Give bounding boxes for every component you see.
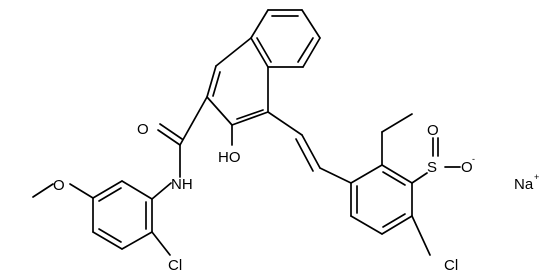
azo-linkage — [267, 111, 352, 184]
amide-nh-label: NH — [171, 176, 193, 193]
carbonyl-oxygen-label: O — [137, 121, 149, 138]
left-phenyl-ring — [32, 180, 172, 256]
sodium-label: Na — [514, 176, 534, 193]
naphthalene-lower-ring — [206, 37, 269, 126]
naphthalene-upper-ring — [250, 9, 321, 68]
methoxy-oxygen-label: O — [53, 177, 65, 194]
amide-group — [157, 96, 208, 178]
hydroxyl-label: HO — [218, 149, 241, 166]
left-chloro-label: Cl — [168, 257, 182, 272]
sodium-charge-label: + — [534, 172, 539, 182]
sulfur-label: S — [427, 159, 437, 176]
sulfonate-charge-label: - — [472, 154, 475, 164]
sulfonate-right-oxygen-label: O — [461, 159, 473, 176]
right-chloro-label: Cl — [444, 257, 458, 272]
sulfonate-top-oxygen-label: O — [427, 122, 439, 139]
right-phenyl-ring — [350, 113, 461, 256]
